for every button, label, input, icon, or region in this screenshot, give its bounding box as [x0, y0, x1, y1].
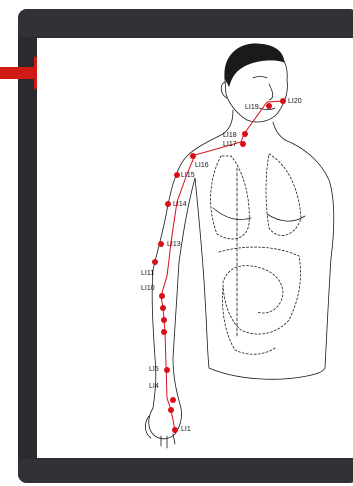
- hip-line: [209, 368, 325, 379]
- label-li4: LI4: [149, 383, 159, 390]
- chest-left: [213, 208, 251, 220]
- point-li17: [240, 141, 246, 147]
- shoulder-line: [153, 134, 223, 270]
- point-li11: [152, 259, 158, 265]
- label-li20: LI20: [288, 98, 302, 105]
- lung-right: [266, 154, 301, 235]
- label-li19: LI19: [245, 104, 259, 111]
- point-li10: [160, 305, 166, 311]
- intestine: [219, 247, 301, 334]
- label-li16: LI16: [195, 162, 209, 169]
- point-li10a: [161, 329, 167, 335]
- forearm-inner: [173, 262, 181, 408]
- torso-left-side: [195, 178, 209, 368]
- colon: [223, 288, 276, 354]
- label-li13: LI13: [167, 241, 181, 248]
- lung-left: [211, 156, 250, 239]
- neck-right: [273, 122, 285, 140]
- point-li10c: [159, 293, 165, 299]
- label-li1: LI1: [181, 426, 191, 433]
- label-li14: LI14: [173, 201, 187, 208]
- meridian-path: [161, 101, 285, 430]
- label-li10: LI10: [141, 285, 155, 292]
- label-li5: LI5: [149, 366, 159, 373]
- point-li10b: [161, 317, 167, 323]
- point-li19: [266, 103, 272, 109]
- nose: [269, 84, 273, 100]
- frame-bottom-bar: [18, 459, 353, 483]
- eye: [253, 77, 267, 79]
- point-li5: [164, 367, 170, 373]
- point-li18: [242, 131, 248, 137]
- hair: [225, 44, 284, 86]
- chest-right: [267, 214, 305, 221]
- label-li18: LI18: [223, 132, 237, 139]
- torso-right-side: [285, 140, 334, 368]
- thumb: [145, 416, 151, 438]
- point-li14: [165, 201, 171, 207]
- anatomy-drawing: LI1 LI4 LI5 LI10 LI11 LI13 LI14 LI15 LI1…: [37, 38, 353, 458]
- point-li13: [158, 241, 164, 247]
- point-li20: [280, 98, 286, 104]
- label-li15: LI15: [181, 172, 195, 179]
- label-li11: LI11: [141, 270, 154, 277]
- neck-left: [223, 110, 233, 134]
- point-li16: [190, 153, 196, 159]
- point-li4b: [170, 397, 176, 403]
- point-li4: [168, 407, 174, 413]
- point-li1: [172, 427, 178, 433]
- meridian-illustration: LI1 LI4 LI5 LI10 LI11 LI13 LI14 LI15 LI1…: [37, 38, 353, 458]
- frame-top-bar: [18, 9, 353, 37]
- point-li15: [174, 172, 180, 178]
- label-li17: LI17: [223, 141, 237, 148]
- hand: [149, 408, 182, 439]
